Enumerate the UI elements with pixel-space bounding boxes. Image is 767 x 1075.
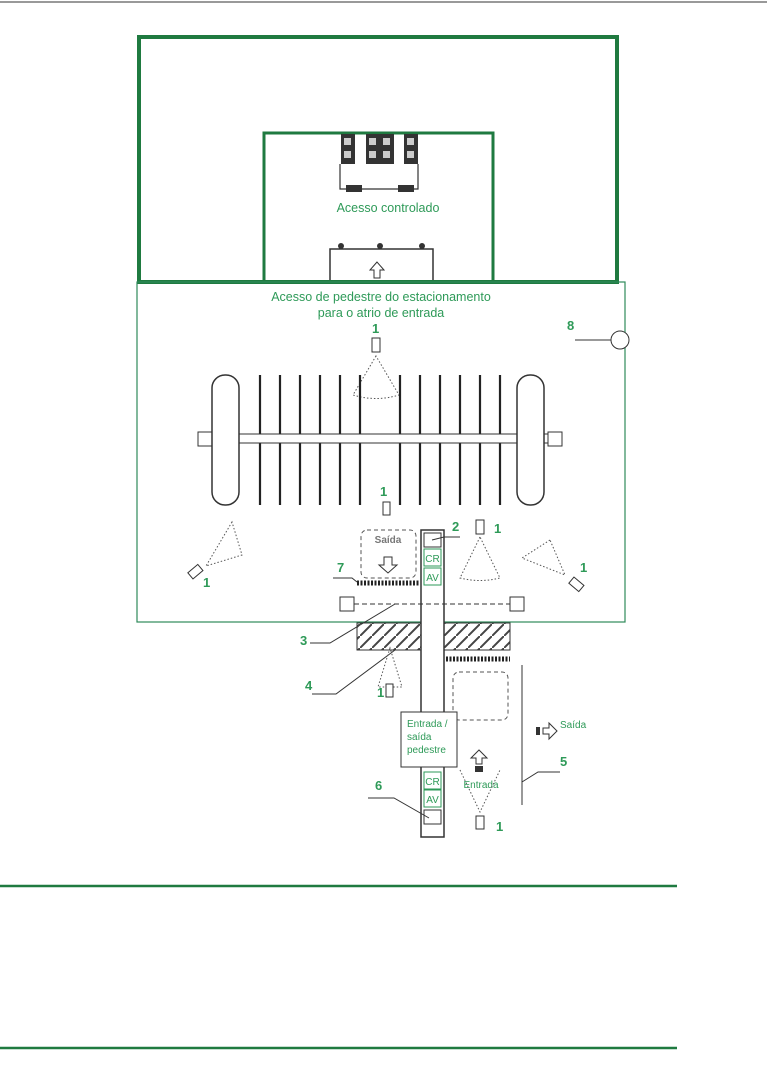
camera-icon [382, 501, 391, 516]
divider-end-right [547, 431, 563, 447]
atrium-outline [262, 131, 495, 280]
av-label: AV [426, 795, 439, 806]
up-arrow-icon [368, 261, 386, 279]
camera-icon [371, 337, 381, 353]
callout-1: 1 [203, 575, 210, 590]
cr-label: CR [425, 554, 439, 565]
callout-4: 4 [305, 678, 313, 693]
camera-icon [475, 815, 485, 830]
camera-icon [187, 563, 204, 580]
barrier-post-left [339, 596, 355, 612]
callout-8: 8 [567, 318, 574, 333]
callout-6: 6 [375, 778, 382, 793]
callout-2: 2 [452, 519, 459, 534]
callout-1: 1 [496, 819, 503, 834]
exit-zone [360, 529, 417, 579]
av-box [423, 789, 442, 808]
camera-view-cone [459, 769, 501, 814]
down-arrow-icon [377, 556, 399, 574]
pedestrian-box-label: pedestre [407, 745, 446, 756]
up-arrow-icon [469, 749, 489, 765]
av-label: AV [426, 573, 439, 584]
divider-end-left [197, 431, 213, 447]
intercom-point-icon [610, 330, 630, 350]
callout-1: 1 [372, 321, 379, 336]
pedestrian-box-label: Entrada / [407, 719, 448, 730]
camera-icon [568, 576, 585, 593]
planter-right [516, 374, 545, 506]
camera-view-cone [204, 520, 243, 567]
callout-7: 7 [337, 560, 344, 575]
callout-1: 1 [580, 560, 587, 575]
pedestrian-box-label: saída [407, 732, 432, 743]
exit-label: Saída [375, 535, 402, 546]
callout-1: 1 [377, 685, 384, 700]
callout-5: 5 [560, 754, 567, 769]
hatched-block-left [356, 622, 422, 651]
callout-1: 1 [380, 484, 387, 499]
exit-right-label: Saída [560, 720, 587, 731]
parking-area-outline [136, 281, 626, 623]
barrier-post-right [509, 596, 525, 612]
hatched-block-right [443, 622, 511, 651]
camera-icon [475, 519, 485, 535]
av-box [423, 567, 442, 586]
pedestrian-box [400, 711, 458, 768]
entry-label: Entrada [463, 780, 498, 791]
camera-icon [385, 683, 394, 698]
parking-divider [211, 433, 549, 444]
turnstile-bank [339, 134, 419, 192]
controlled-access-label: Acesso controlado [337, 201, 440, 215]
door-icons [338, 243, 425, 249]
pedestrian-access-label-2: para o atrio de entrada [318, 306, 445, 320]
vehicle-zone [452, 671, 509, 721]
planter-left [211, 374, 240, 506]
camera-view-cone [520, 539, 566, 576]
entry-doors [329, 248, 434, 280]
callout-3: 3 [300, 633, 307, 648]
cr-label: CR [425, 777, 439, 788]
pedestrian-access-label-1: Acesso de pedestre do estacionamento [271, 290, 491, 304]
cr-box [423, 771, 442, 790]
gate-box [423, 809, 442, 825]
right-arrow-icon [542, 721, 558, 741]
callout-1: 1 [494, 521, 501, 536]
camera-view-cone [459, 535, 501, 581]
cr-box [423, 548, 442, 567]
